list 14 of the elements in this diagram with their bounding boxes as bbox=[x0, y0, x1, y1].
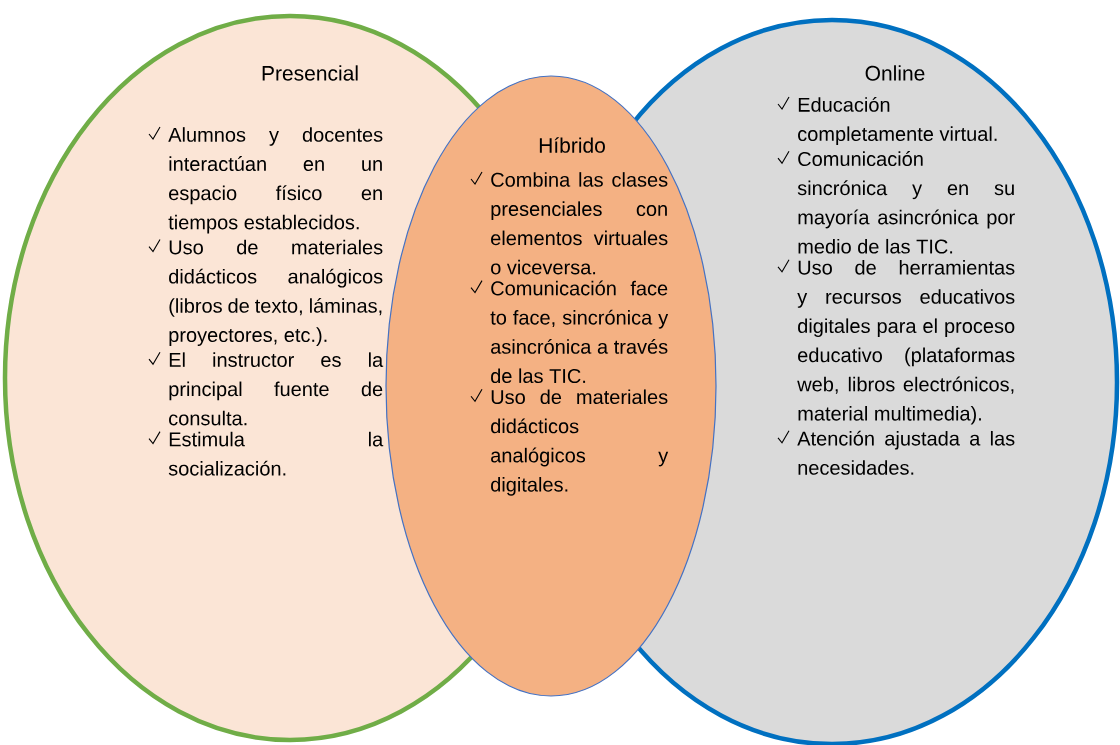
bullet-text: Combina las clases presenciales con elementos virtuales o viceversa. bbox=[491, 172, 668, 275]
bullet-text: El instructor es la principal fuente de consulta. bbox=[169, 352, 384, 426]
bullet-text: Uso de materiales didácticos analógicos (libros de texto, láminas, proyectores, etc.). bbox=[169, 239, 383, 346]
bullet-text: Uso de materiales didácticos analógicos y digitales. bbox=[491, 389, 669, 496]
bullet-text: Comunicación face to face, sincrónica y asincrónica a través de las TIC. bbox=[490, 280, 669, 384]
bullet-text: Uso de herramientas y recursos educativos digitales para el proceso educativo (plataformas web, libros electrónicos, material multimedia). bbox=[797, 260, 1015, 425]
bullet-text: Estimula la socialización. bbox=[168, 431, 384, 476]
heading: Online bbox=[865, 65, 925, 81]
bullet-text: Educación completamente virtual. bbox=[798, 96, 997, 145]
bullet-text: Alumnos y docentes interactúan en un espacio físico en tiempos establecidos. bbox=[168, 127, 383, 234]
heading: Presencial bbox=[262, 65, 358, 81]
bullet-text: Comunicación sincrónica y en su mayoría asincrónica por medio de las TIC. bbox=[797, 151, 1015, 254]
bullet-text: Atención ajustada a las necesidades. bbox=[797, 430, 1015, 475]
heading: Híbrido bbox=[539, 137, 605, 153]
